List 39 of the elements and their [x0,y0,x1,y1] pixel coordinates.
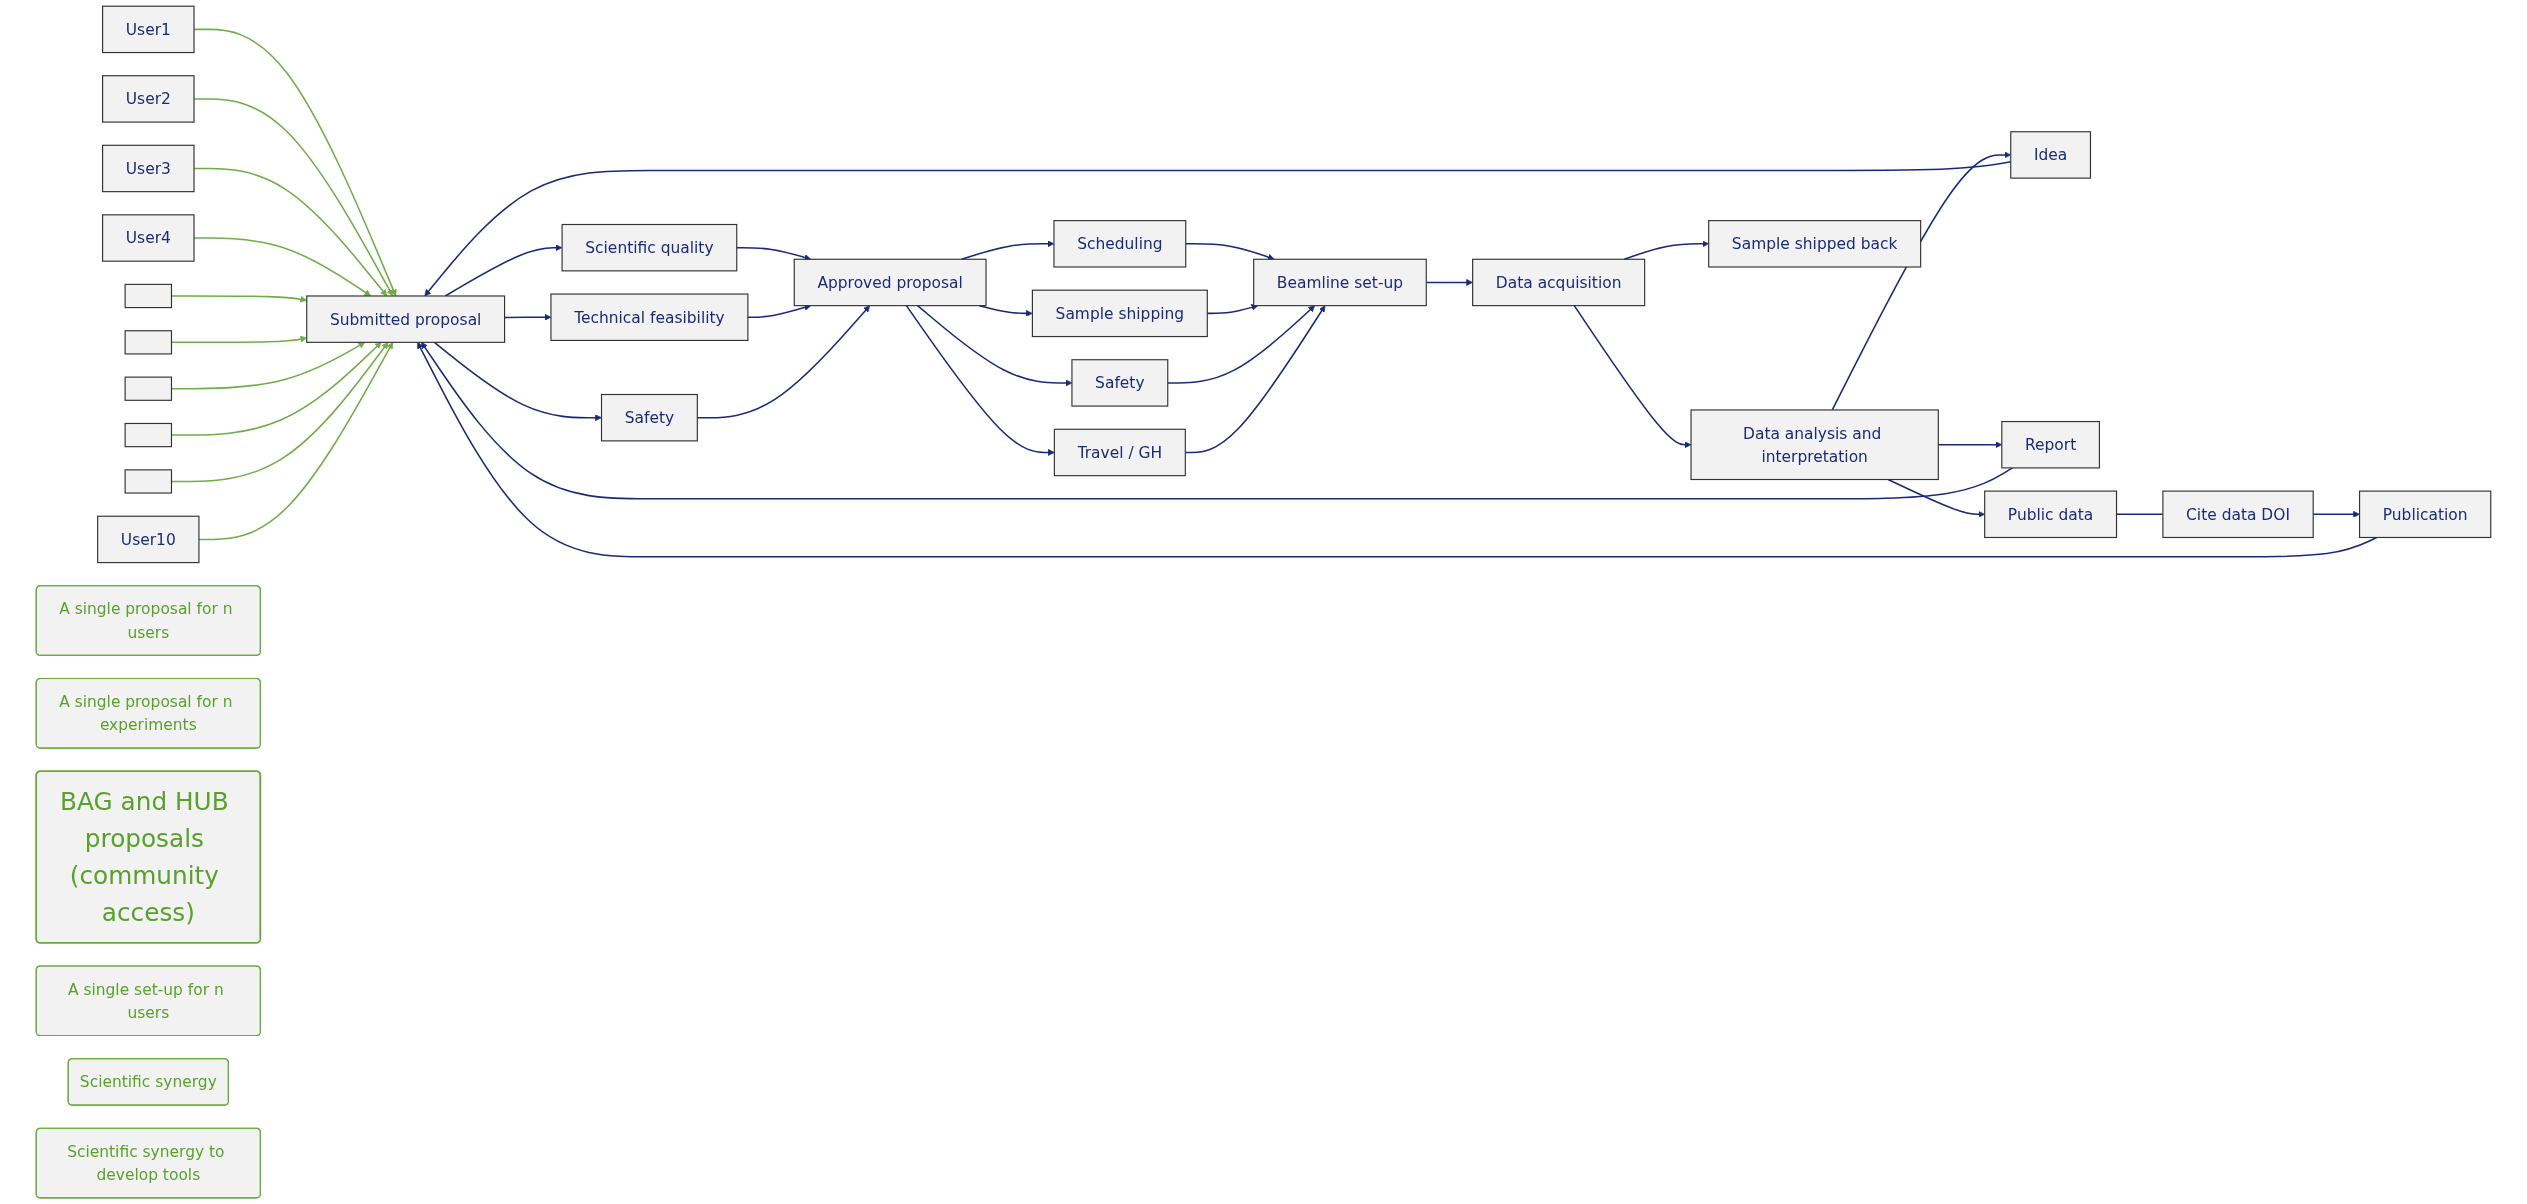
arrow [978,304,1033,317]
node-box: Data analysis and interpretation [1690,409,1939,481]
node-box: Sample shipped back [1708,220,1922,268]
arrow [417,342,2378,558]
node-box: Public data [1984,490,2118,539]
arrow [1573,304,1692,449]
node-box [124,330,173,355]
node-box: Cite data DOI [2162,490,2314,539]
node-box [124,422,173,448]
node-box: User10 [97,515,200,564]
node-box: Travel / GH [1053,428,1186,477]
node-box: User2 [102,75,195,123]
node-box: Safety [1071,359,1169,407]
arrow [747,304,812,318]
node-box: Sample shipping [1031,289,1208,338]
node-box: Report [2001,420,2100,469]
arrow [421,342,2014,500]
node-box: Technical feasibility [550,293,749,341]
node-box: User3 [102,144,195,193]
node-box: Idea [2010,131,2092,179]
node-box: Submitted proposal [306,295,506,343]
arrow [433,341,602,422]
node-box: Beamline set-up [1253,258,1427,307]
node-box: Scheduling [1053,220,1187,268]
node-box: User4 [102,214,195,262]
node-box: Approved proposal [793,258,987,307]
node-box [124,376,173,401]
node-box [124,283,173,309]
node-box: Scientific quality [561,223,738,272]
node-box [124,469,173,494]
node-box: User1 [102,5,195,54]
node-box: Publication [2359,490,2492,539]
node-box: Safety [600,393,698,442]
node-box: Data acquisition [1472,258,1646,307]
arrow [905,304,1055,456]
arrow [1887,478,1985,518]
arrow [444,244,563,297]
arrow [1623,240,1709,261]
arrow [198,342,394,541]
